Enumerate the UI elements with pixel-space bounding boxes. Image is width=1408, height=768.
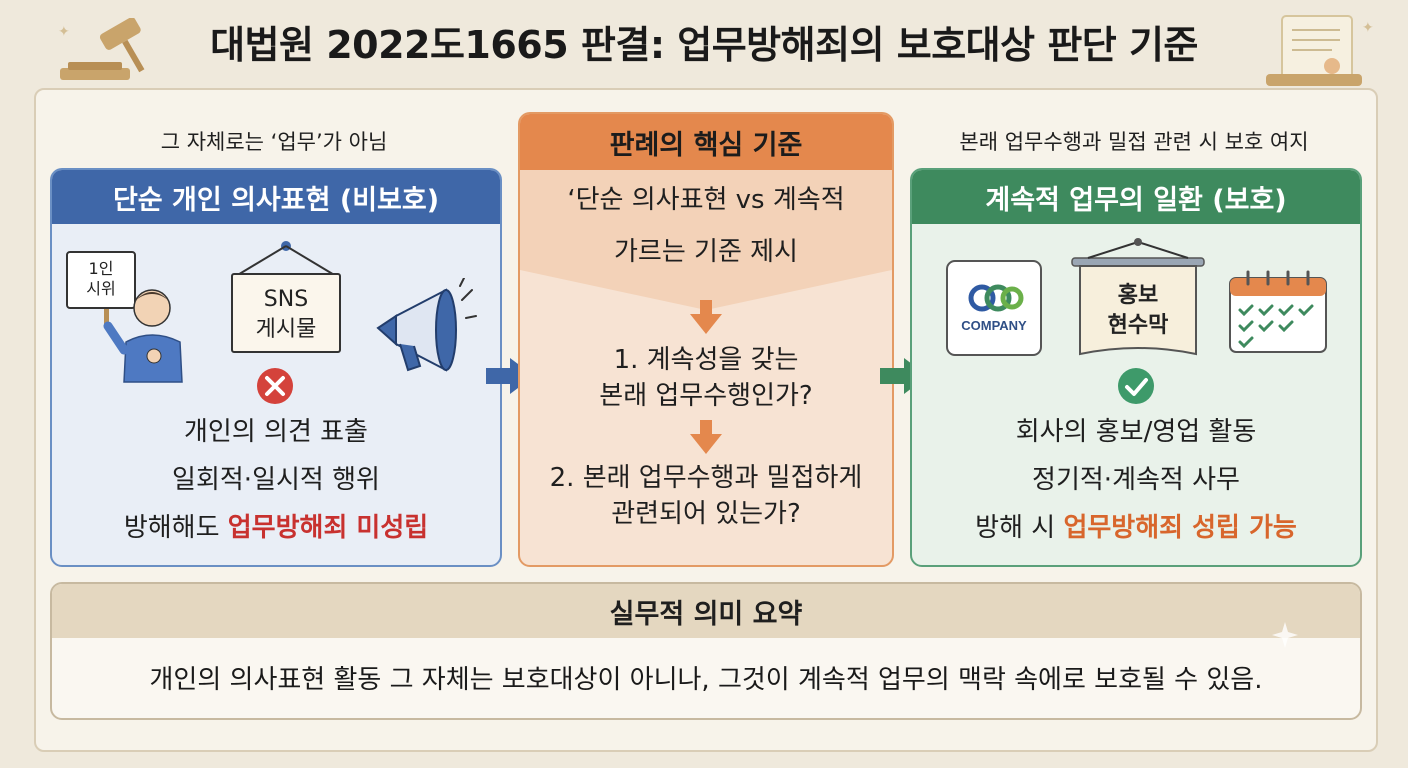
center-intro-band	[520, 170, 892, 270]
right-line2: 정기적·계속적 사무	[1032, 465, 1240, 495]
center-q1-line1: 1. 계속성을 갖는	[613, 345, 799, 375]
svg-text:✦: ✦	[1362, 20, 1374, 36]
check-mark-icon	[1116, 366, 1156, 410]
summary-panel: 실무적 의미 요약 개인의 의사표현 활동 그 자체는 보호대상이 아니나, 그…	[50, 582, 1362, 720]
right-line1: 회사의 홍보/영업 활동	[1015, 417, 1257, 447]
left-line3-highlight: 업무방해죄 미성립	[227, 513, 429, 543]
svg-text:✦: ✦	[58, 24, 70, 40]
page-title: 대법원 2022도1665 판결: 업무방해죄의 보호대상 판단 기준	[210, 23, 1198, 67]
center-panel: 판례의 핵심 기준 ‘단순 의사표현 vs 계속적 가르는 기준 제시 1. 계…	[518, 112, 894, 567]
left-caption: 그 자체로는 ‘업무’가 아님	[160, 130, 388, 154]
company-logo-icon: COMPANY	[946, 260, 1042, 360]
left-panel: 단순 개인 의사표현 (비보호) 1인 시위 SNS 게시물	[50, 168, 502, 567]
sign-text-line2: 시위	[86, 279, 115, 298]
arrow-down-icon	[690, 420, 722, 458]
arrow-down-icon	[690, 300, 722, 338]
sign-board-icon: SNS 게시물	[226, 236, 346, 360]
gavel-icon: ✦	[50, 17, 160, 92]
right-panel-header: 계속적 업무의 일환 (보호)	[912, 170, 1360, 224]
summary-header: 실무적 의미 요약	[52, 584, 1360, 638]
banner-text-line1: 홍보	[1118, 283, 1158, 308]
left-line2: 일회적·일시적 행위	[172, 465, 380, 495]
x-mark-icon	[255, 366, 295, 410]
left-line3-prefix: 방해해도	[123, 513, 228, 543]
center-panel-header: 판례의 핵심 기준	[520, 114, 892, 170]
megaphone-icon	[368, 277, 478, 382]
center-intro-line2: 가르는 기준 제시	[614, 237, 798, 267]
summary-body: 개인의 의사표현 활동 그 자체는 보호대상이 아니나, 그것이 계속적 업무의…	[149, 664, 1263, 695]
protester-icon: 1인 시위	[62, 246, 192, 390]
left-line1: 개인의 의견 표출	[184, 417, 368, 447]
right-line3-highlight: 업무방해죄 성립 가능	[1063, 513, 1297, 543]
sign-text-line1: 1인	[89, 259, 114, 278]
center-q2-line2: 관련되어 있는가?	[611, 499, 801, 529]
company-label: COMPANY	[961, 318, 1027, 333]
center-q2-line1: 2. 본래 업무수행과 밀접하게	[549, 463, 863, 493]
scroll-icon: ✦	[1262, 8, 1382, 97]
banner-icon: 홍보 현수막	[1068, 236, 1208, 370]
center-q1-line2: 본래 업무수행인가?	[599, 381, 813, 411]
left-line3: 방해해도 업무방해죄 미성립	[52, 508, 500, 548]
right-panel: 계속적 업무의 일환 (보호) COMPANY 홍보 현수막	[910, 168, 1362, 567]
calendar-icon	[1226, 270, 1336, 360]
right-caption: 본래 업무수행과 밀접 관련 시 보호 여지	[959, 130, 1309, 154]
board-text-line1: SNS	[264, 287, 308, 312]
right-line3-prefix: 방해 시	[975, 513, 1064, 543]
right-line3: 방해 시 업무방해죄 성립 가능	[912, 508, 1360, 548]
board-text-line2: 게시물	[256, 317, 317, 342]
banner-text-line2: 현수막	[1108, 313, 1169, 338]
sparkle-icon	[1272, 622, 1298, 652]
left-panel-header: 단순 개인 의사표현 (비보호)	[52, 170, 500, 224]
center-intro-line1: ‘단순 의사표현 vs 계속적	[567, 185, 845, 215]
